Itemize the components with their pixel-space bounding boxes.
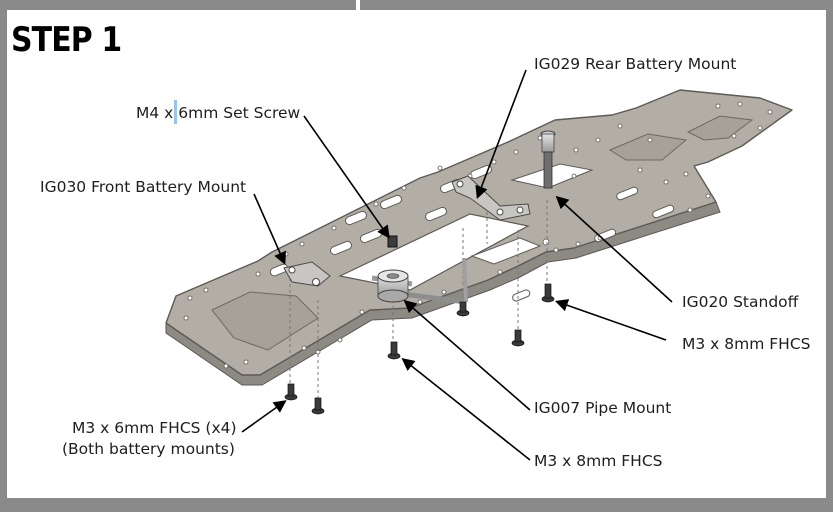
callout-arrows: [241, 69, 673, 461]
label-fhcs-6mm: M3 x 6mm FHCS (x4): [72, 419, 237, 437]
pipe-mount-part: [371, 257, 468, 305]
front-battery-mount: [283, 261, 331, 287]
label-fhcs-6mm-note: (Both battery mounts): [62, 440, 235, 458]
label-set-screw: M4 x 6mm Set Screw: [136, 104, 301, 122]
label-fhcs-right: M3 x 8mm FHCS: [682, 335, 811, 353]
label-front-battery-mount: IG030 Front Battery Mount: [40, 178, 247, 196]
rear-tab-pocket: [686, 115, 754, 141]
text-cursor: [174, 100, 177, 124]
step-title: STEP 1: [11, 20, 122, 60]
fhcs-screws: [284, 283, 555, 415]
rear-pocket: [608, 133, 688, 161]
label-rear-battery-mount: IG029 Rear Battery Mount: [534, 55, 737, 73]
mid-cutout: [470, 237, 542, 265]
frame-gap: [356, 0, 360, 10]
label-fhcs-bottom: M3 x 8mm FHCS: [534, 452, 663, 470]
standoff-part: [540, 130, 556, 189]
label-standoff: IG020 Standoff: [682, 293, 799, 311]
label-pipe-mount: IG007 Pipe Mount: [534, 399, 672, 417]
rear-battery-mount: [451, 175, 531, 221]
set-screw-part: [387, 235, 398, 248]
plate-slots: [269, 164, 675, 302]
